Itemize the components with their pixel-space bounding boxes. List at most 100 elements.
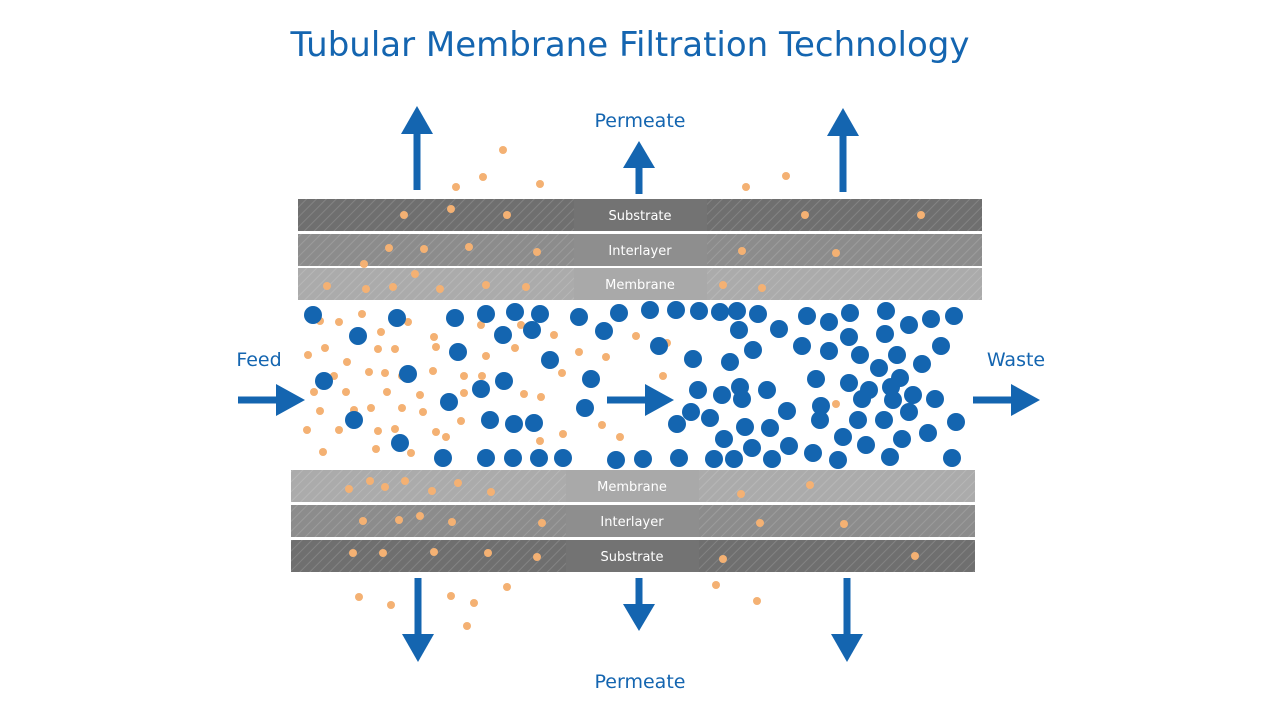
small-particle [395,516,403,524]
small-particle [377,328,385,336]
large-particle [812,397,830,415]
large-particle [582,370,600,388]
small-particle [550,331,558,339]
large-particle [668,415,686,433]
large-particle [388,309,406,327]
small-particle [477,321,485,329]
large-particle [876,325,894,343]
small-particle [756,519,764,527]
small-particle [911,552,919,560]
large-particle [798,307,816,325]
large-particle [730,321,748,339]
small-particle [470,599,478,607]
large-particle [650,337,668,355]
small-particle [304,351,312,359]
top-substrate-label: Substrate [608,209,671,224]
small-particle [345,485,353,493]
small-particle [303,426,311,434]
large-particle [391,434,409,452]
small-particle [719,281,727,289]
small-particle [379,549,387,557]
large-particle [851,346,869,364]
large-particle [875,411,893,429]
large-particle [504,449,522,467]
small-particle [533,553,541,561]
large-particle [715,430,733,448]
large-particle [530,449,548,467]
large-particle [705,450,723,468]
small-particle [323,282,331,290]
small-particle [372,445,380,453]
permeate-bottom-label: Permeate [595,671,686,693]
small-particle [758,284,766,292]
small-particle [536,180,544,188]
small-particle [782,172,790,180]
small-particle [632,332,640,340]
small-particle [381,369,389,377]
large-particle [725,450,743,468]
small-particle [559,430,567,438]
small-particle [407,449,415,457]
large-particle [304,306,322,324]
small-particle [558,369,566,377]
small-particle [349,549,357,557]
bottom-membrane-layer: Membrane [291,470,975,502]
small-particle [520,390,528,398]
large-particle [595,322,613,340]
large-particle [820,342,838,360]
large-particle [554,449,572,467]
small-particle [398,404,406,412]
large-particle [763,450,781,468]
small-particle [335,426,343,434]
small-particle [335,318,343,326]
small-particle [719,555,727,563]
small-particle [801,211,809,219]
small-particle [753,597,761,605]
large-particle [793,337,811,355]
small-particle [343,358,351,366]
bottom-membrane-label: Membrane [597,480,667,495]
large-particle [840,328,858,346]
small-particle [503,211,511,219]
large-particle [888,346,906,364]
small-particle [374,427,382,435]
large-particle [440,393,458,411]
small-particle [389,283,397,291]
large-particle [881,448,899,466]
permeate-up-arrow-left [401,106,433,190]
large-particle [922,310,940,328]
small-particle [447,205,455,213]
large-particle [472,380,490,398]
small-particle [401,477,409,485]
small-particle [428,487,436,495]
large-particle [780,437,798,455]
large-particle [893,430,911,448]
small-particle [358,310,366,318]
flow-direction-arrow [607,384,674,416]
small-particle [460,372,468,380]
small-particle [342,388,350,396]
large-particle [900,403,918,421]
diagram-title: Tubular Membrane Filtration Technology [290,25,970,65]
small-particle [457,417,465,425]
permeate-up-arrow-center [623,141,655,194]
small-particle [391,425,399,433]
small-particle [411,270,419,278]
small-particle [432,343,440,351]
large-particle [853,390,871,408]
large-particle [811,411,829,429]
large-particle [523,321,541,339]
small-particle [321,344,329,352]
small-particle [385,244,393,252]
large-particle [345,411,363,429]
small-particle [416,512,424,520]
large-particle [481,411,499,429]
large-particle [570,308,588,326]
large-particle [913,355,931,373]
small-particle [538,519,546,527]
bottom-membrane-stack: Membrane Interlayer Substrate [291,470,975,572]
feed-label: Feed [236,349,281,371]
small-particle [432,428,440,436]
large-particle [684,350,702,368]
small-particle [310,388,318,396]
